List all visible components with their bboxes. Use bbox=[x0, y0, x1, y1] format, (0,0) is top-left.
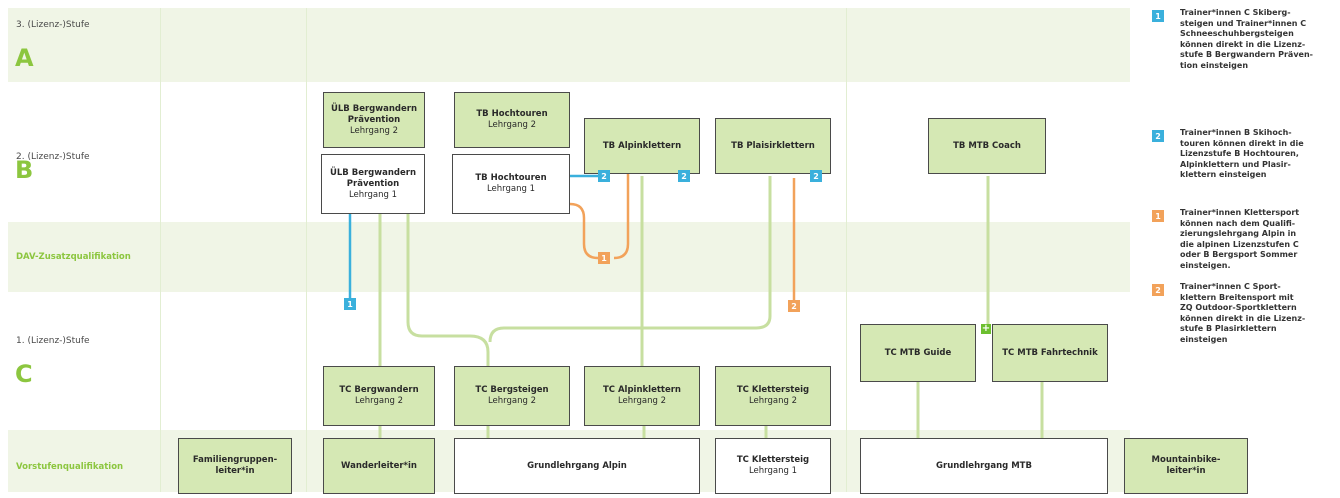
box-tc-mtb-fahrtechnik[interactable]: TC MTB Fahrtechnik bbox=[992, 324, 1108, 382]
box-title: ÜLB Bergwandern Prävention bbox=[329, 167, 416, 189]
badge-blue-2: 2 bbox=[598, 170, 610, 182]
box-subtitle: Lehrgang 2 bbox=[354, 396, 404, 406]
box-tb-alpinklettern[interactable]: TB Alpinklettern bbox=[584, 118, 700, 174]
box-title: Grundlehrgang Alpin bbox=[527, 460, 627, 471]
legend-text: Trainer*innen C Skiberg- steigen und Tra… bbox=[1180, 8, 1313, 70]
legend-item-orange-1: 1 Trainer*innen Klettersport können nach… bbox=[1152, 208, 1332, 282]
stage-b-label: 2. (Lizenz-)Stufe bbox=[16, 152, 90, 162]
stage-b-letter: B bbox=[15, 156, 34, 184]
legend-item-orange-2: 2 Trainer*innen C Sport- klettern Breite… bbox=[1152, 282, 1332, 356]
legend-item-blue-2: 2 Trainer*innen B Skihoch- touren können… bbox=[1152, 128, 1332, 192]
box-tc-bergwandern[interactable]: TC Bergwandern Lehrgang 2 bbox=[323, 366, 435, 426]
box-title: Mountainbike- leiter*in bbox=[1151, 455, 1221, 476]
box-title: TB MTB Coach bbox=[953, 140, 1021, 151]
box-tc-alpinklettern[interactable]: TC Alpinklettern Lehrgang 2 bbox=[584, 366, 700, 426]
legend-badge: 1 bbox=[1152, 210, 1164, 222]
badge-blue-1: 1 bbox=[344, 298, 356, 310]
stage-c-letter: C bbox=[15, 360, 33, 388]
box-subtitle: Lehrgang 2 bbox=[617, 396, 667, 406]
band-zusatz bbox=[8, 222, 1130, 292]
box-familiengruppenleiter[interactable]: Familiengruppen- leiter*in bbox=[178, 438, 292, 494]
legend-badge: 2 bbox=[1152, 130, 1164, 142]
vorstufe-label: Vorstufenqualifikation bbox=[16, 462, 124, 472]
badge-orange-1: 1 bbox=[598, 252, 610, 264]
box-subtitle: Lehrgang 1 bbox=[348, 189, 398, 200]
box-tb-hochtouren-lg2[interactable]: TB Hochtouren Lehrgang 2 bbox=[454, 92, 570, 148]
box-title: Wanderleiter*in bbox=[341, 460, 417, 471]
box-title: TB Plaisirklettern bbox=[731, 140, 815, 151]
zusatz-label: DAV-Zusatzqualifikation bbox=[16, 252, 131, 262]
box-tc-klettersteig-lg1[interactable]: TC Klettersteig Lehrgang 1 bbox=[715, 438, 831, 494]
box-tc-klettersteig-lg2[interactable]: TC Klettersteig Lehrgang 2 bbox=[715, 366, 831, 426]
connector-line bbox=[406, 214, 490, 366]
legend-text: Trainer*innen B Skihoch- touren können d… bbox=[1180, 128, 1304, 179]
box-grundlehrgang-mtb[interactable]: Grundlehrgang MTB bbox=[860, 438, 1108, 494]
box-ulb-bergwandern-praevention-lg1[interactable]: ÜLB Bergwandern Prävention Lehrgang 1 bbox=[321, 154, 425, 214]
box-tc-mtb-guide[interactable]: TC MTB Guide bbox=[860, 324, 976, 382]
box-ulb-bergwandern-praevention-lg2[interactable]: ÜLB Bergwandern Prävention Lehrgang 2 bbox=[323, 92, 425, 148]
box-grundlehrgang-alpin[interactable]: Grundlehrgang Alpin bbox=[454, 438, 700, 494]
stage-a-label: 3. (Lizenz-)Stufe bbox=[16, 20, 90, 30]
stage-a-letter: A bbox=[15, 44, 34, 72]
connector-line bbox=[488, 176, 772, 343]
column-divider bbox=[846, 8, 847, 492]
box-title: Familiengruppen- leiter*in bbox=[192, 455, 278, 476]
box-title: TC Alpinklettern bbox=[602, 385, 681, 395]
box-subtitle: Lehrgang 1 bbox=[486, 184, 536, 194]
column-divider bbox=[160, 8, 161, 492]
legend-badge: 1 bbox=[1152, 10, 1164, 22]
box-subtitle: Lehrgang 2 bbox=[487, 396, 537, 406]
badge-blue-2: 2 bbox=[810, 170, 822, 182]
legend-badge: 2 bbox=[1152, 284, 1164, 296]
box-mountainbikeleiter[interactable]: Mountainbike- leiter*in bbox=[1124, 438, 1248, 494]
box-tb-mtb-coach[interactable]: TB MTB Coach bbox=[928, 118, 1046, 174]
box-title: TB Hochtouren bbox=[476, 109, 548, 119]
box-title: TC MTB Fahrtechnik bbox=[1002, 347, 1098, 358]
box-title: TC MTB Guide bbox=[884, 347, 952, 358]
box-title: TC Klettersteig bbox=[736, 385, 810, 395]
orange-connector bbox=[569, 202, 599, 260]
plus-icon: + bbox=[981, 323, 991, 334]
box-title: TC Bergsteigen bbox=[475, 385, 549, 395]
box-tc-bergsteigen[interactable]: TC Bergsteigen Lehrgang 2 bbox=[454, 366, 570, 426]
legend-text: Trainer*innen Klettersport können nach d… bbox=[1180, 208, 1300, 270]
box-subtitle: Lehrgang 2 bbox=[748, 396, 798, 406]
box-tb-plaisirklettern[interactable]: TB Plaisirklettern bbox=[715, 118, 831, 174]
box-wanderleiter[interactable]: Wanderleiter*in bbox=[323, 438, 435, 494]
column-divider bbox=[306, 8, 307, 492]
badge-blue-2: 2 bbox=[678, 170, 690, 182]
stage-c-label: 1. (Lizenz-)Stufe bbox=[16, 336, 90, 346]
legend-text: Trainer*innen C Sport- klettern Breitens… bbox=[1180, 282, 1306, 344]
box-subtitle: Lehrgang 1 bbox=[748, 466, 798, 476]
box-title: TB Alpinklettern bbox=[602, 140, 682, 151]
box-title: ÜLB Bergwandern Prävention bbox=[330, 103, 417, 125]
box-tb-hochtouren-lg1[interactable]: TB Hochtouren Lehrgang 1 bbox=[452, 154, 570, 214]
box-title: Grundlehrgang MTB bbox=[936, 460, 1032, 471]
box-title: TC Klettersteig bbox=[736, 455, 810, 465]
box-title: TC Bergwandern bbox=[339, 385, 419, 395]
box-subtitle: Lehrgang 2 bbox=[349, 125, 399, 136]
orange-connector bbox=[613, 148, 630, 260]
badge-orange-2: 2 bbox=[788, 300, 800, 312]
box-subtitle: Lehrgang 2 bbox=[487, 120, 537, 130]
legend-item-blue-1: 1 Trainer*innen C Skiberg- steigen und T… bbox=[1152, 8, 1332, 84]
band-stage-a bbox=[8, 8, 1130, 82]
box-title: TB Hochtouren bbox=[475, 173, 547, 183]
